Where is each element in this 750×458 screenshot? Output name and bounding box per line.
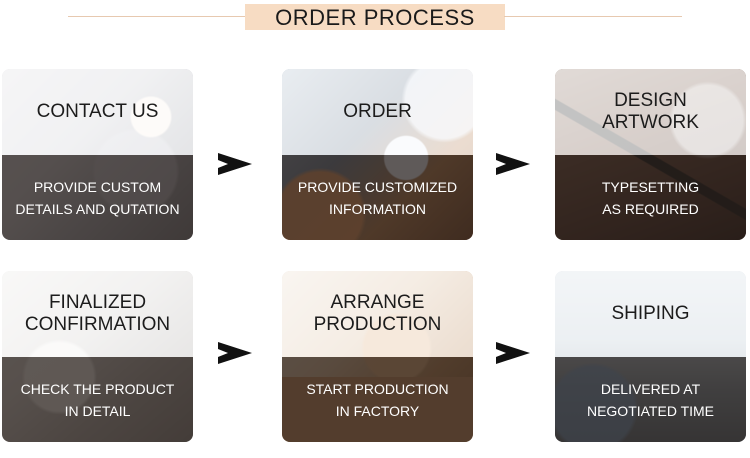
step-detail-line: START PRODUCTION [306, 380, 449, 397]
step-detail: START PRODUCTION IN FACTORY [282, 357, 473, 442]
arrow-right-icon [496, 153, 530, 175]
step-card-order: ORDER PROVIDE CUSTOMIZED INFORMATION [282, 69, 473, 240]
step-title: DESIGN ARTWORK [555, 69, 746, 155]
step-card-design-artwork: DESIGN ARTWORK TYPESETTING AS REQUIRED [555, 69, 746, 240]
step-card-finalized-confirmation: FINALIZED CONFIRMATION CHECK THE PRODUCT… [2, 271, 193, 442]
step-title-line: SHIPING [611, 303, 690, 324]
step-card-contact-us: CONTACT US PROVIDE CUSTOM DETAILS AND QU… [2, 69, 193, 240]
step-detail-line: INFORMATION [329, 200, 426, 217]
step-title-line: PRODUCTION [313, 314, 442, 335]
step-detail-line: NEGOTIATED TIME [586, 402, 715, 419]
arrow-right-icon [218, 153, 252, 175]
step-detail-line: PROVIDE CUSTOMIZED [297, 178, 458, 195]
step-title: ARRANGE PRODUCTION [282, 271, 473, 357]
header-line-right [504, 16, 682, 17]
step-detail-line: CHECK THE PRODUCT [20, 380, 175, 397]
step-title-line: CONTACT US [36, 101, 159, 122]
step-card-shiping: SHIPING DELIVERED AT NEGOTIATED TIME [555, 271, 746, 442]
step-title-line: ORDER [343, 101, 412, 122]
step-card-arrange-production: ARRANGE PRODUCTION START PRODUCTION IN F… [282, 271, 473, 442]
step-title: SHIPING [555, 271, 746, 357]
step-detail-line: TYPESETTING [601, 178, 700, 195]
step-detail-line: DELIVERED AT [600, 380, 701, 397]
step-detail: DELIVERED AT NEGOTIATED TIME [555, 357, 746, 442]
step-title-line: FINALIZED [48, 292, 147, 313]
header-line-left [68, 16, 246, 17]
step-detail-line: DETAILS AND QUTATION [15, 200, 180, 217]
arrow-right-icon [218, 342, 252, 364]
step-detail: PROVIDE CUSTOM DETAILS AND QUTATION [2, 155, 193, 240]
step-title-line: ARRANGE [330, 292, 425, 313]
step-detail: CHECK THE PRODUCT IN DETAIL [2, 357, 193, 442]
step-title-line: ARTWORK [602, 112, 699, 133]
step-title: ORDER [282, 69, 473, 155]
step-detail-line: IN FACTORY [335, 402, 420, 419]
arrow-right-icon [496, 342, 530, 364]
step-detail-line: AS REQUIRED [602, 200, 699, 217]
page-title: ORDER PROCESS [245, 4, 505, 30]
step-detail-line: IN DETAIL [64, 402, 131, 419]
step-title-line: CONFIRMATION [24, 314, 171, 335]
step-title: FINALIZED CONFIRMATION [2, 271, 193, 357]
step-detail: TYPESETTING AS REQUIRED [555, 155, 746, 240]
step-title-line: DESIGN [614, 90, 687, 111]
step-detail: PROVIDE CUSTOMIZED INFORMATION [282, 155, 473, 240]
step-title: CONTACT US [2, 69, 193, 155]
step-detail-line: PROVIDE CUSTOM [33, 178, 162, 195]
